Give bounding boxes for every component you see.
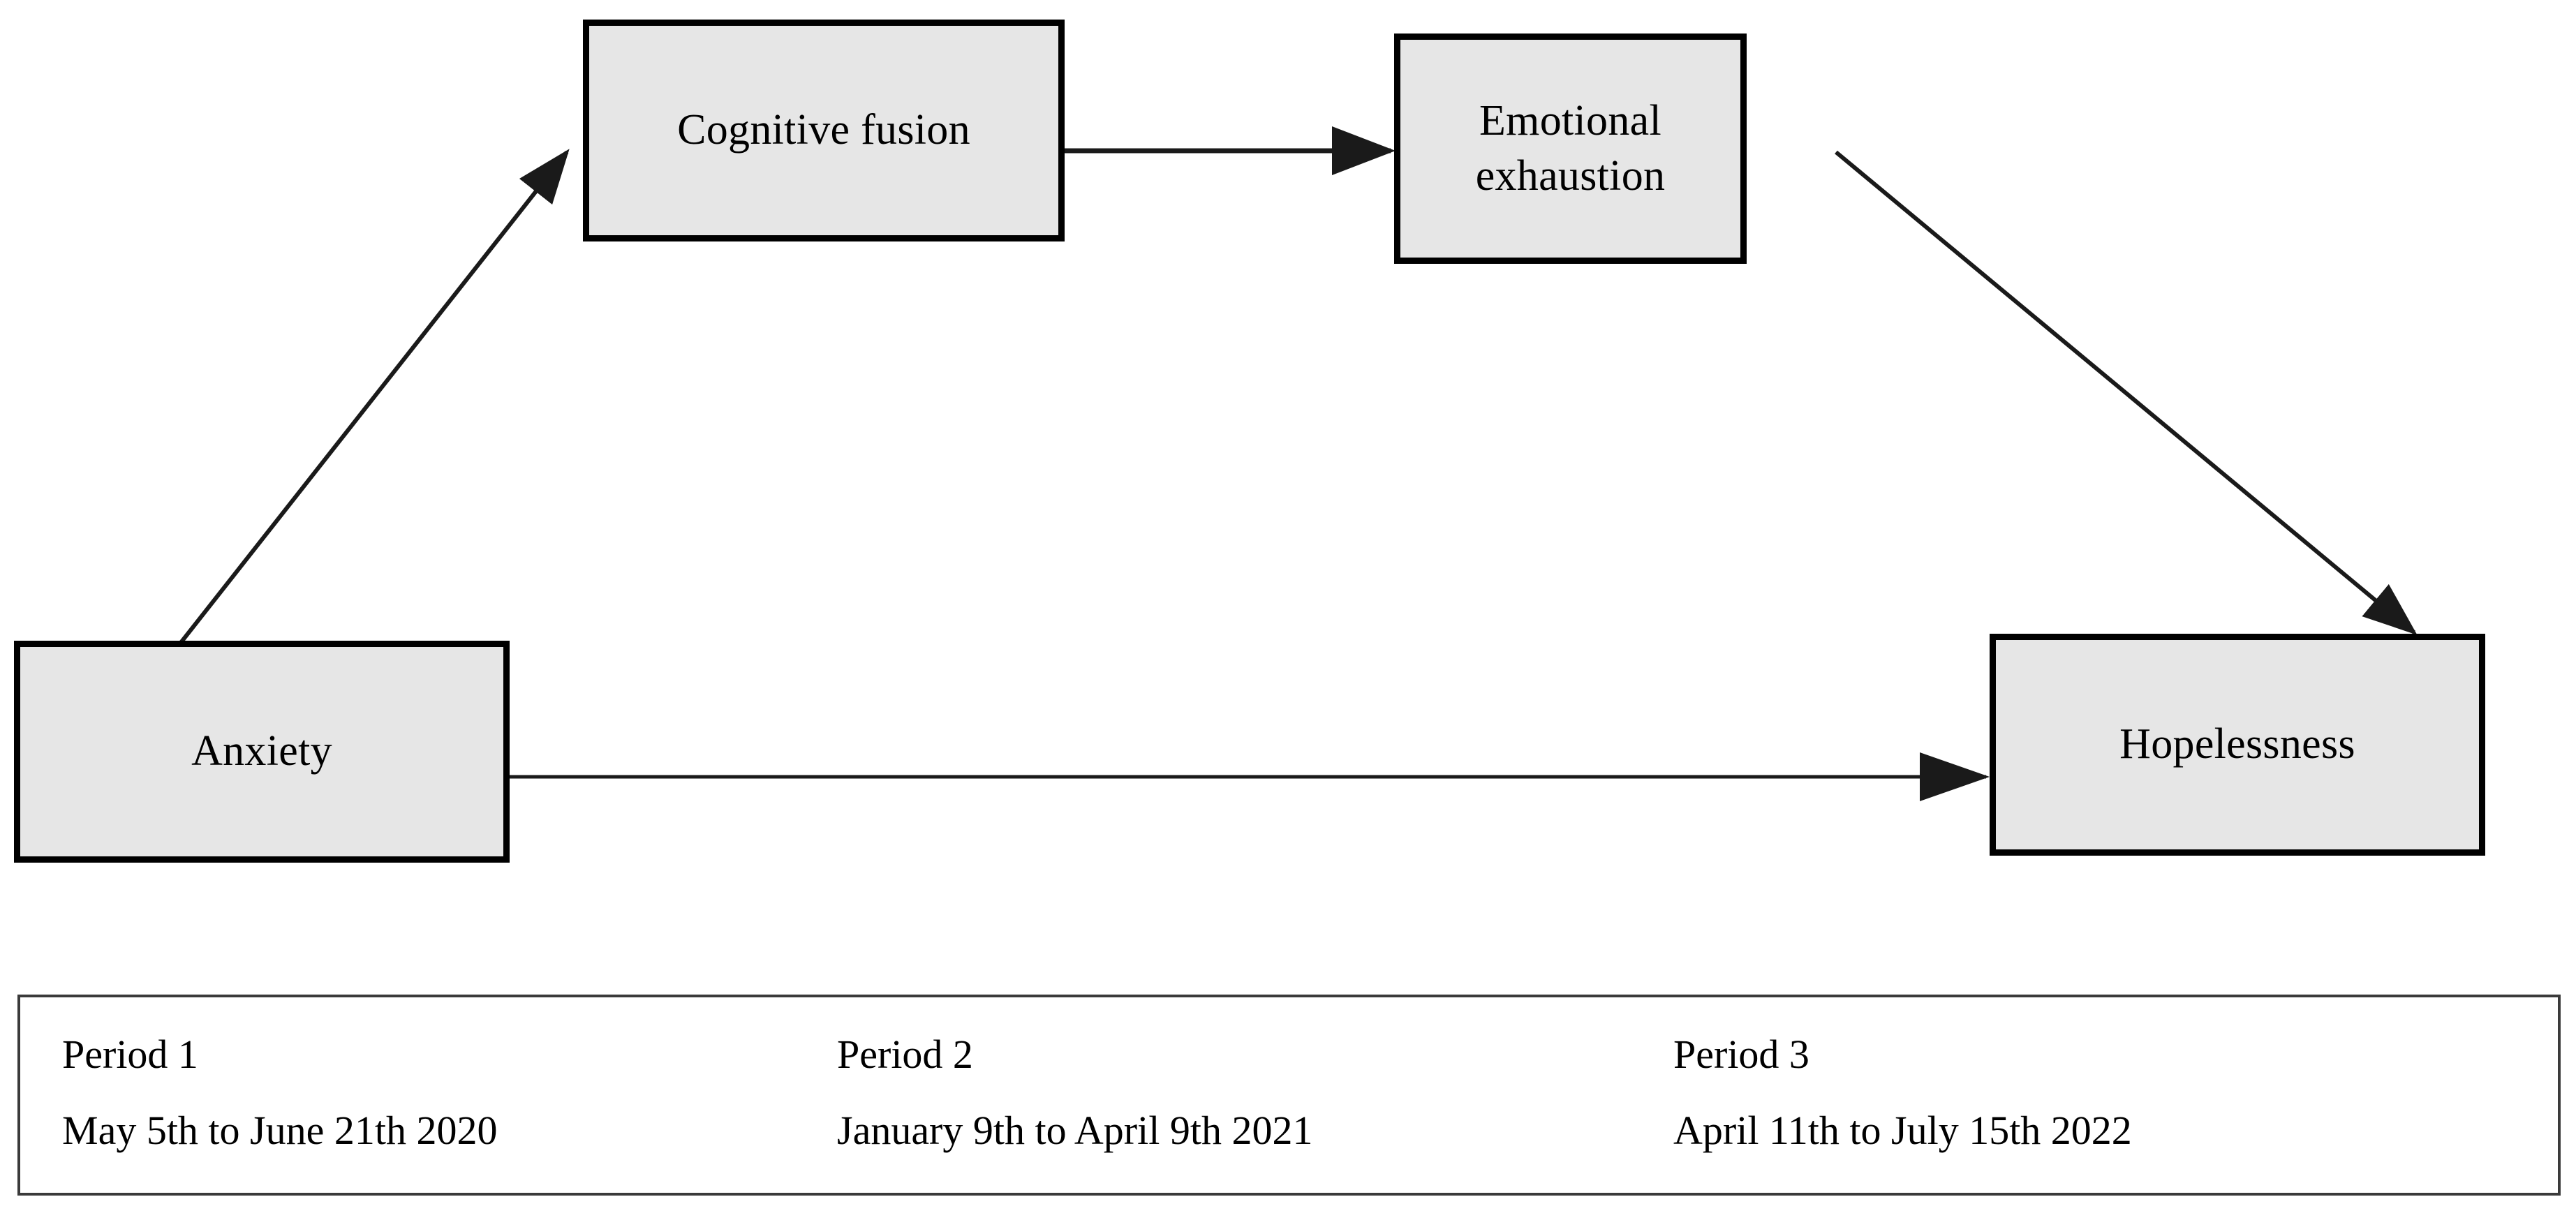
node-emotional-exhaustion: Emotional exhaustion <box>1394 34 1747 264</box>
legend-period-2-range: January 9th to April 9th 2021 <box>837 1108 1313 1153</box>
legend-period-1-title: Period 1 <box>62 1032 198 1077</box>
node-emotional-exhaustion-label: Emotional exhaustion <box>1475 96 1666 200</box>
edge-emotional-exhaustion-to-hopelessness <box>1835 150 2418 635</box>
node-anxiety: Anxiety <box>14 641 510 863</box>
legend-period-3-range: April 11th to July 15th 2022 <box>1673 1108 2132 1153</box>
node-hopelessness-label: Hopelessness <box>2119 720 2355 768</box>
edge-anxiety-to-cognitive-fusion <box>178 149 570 645</box>
legend-column-period-1: Period 1 May 5th to June 21th 2020 <box>62 1031 497 1154</box>
legend-period-1-range: May 5th to June 21th 2020 <box>62 1108 498 1153</box>
node-cognitive-fusion-label: Cognitive fusion <box>677 106 970 154</box>
legend-period-2-title: Period 2 <box>837 1032 973 1077</box>
node-hopelessness: Hopelessness <box>1990 634 2485 856</box>
timeline-legend-box: Period 1 May 5th to June 21th 2020 Perio… <box>17 995 2561 1196</box>
legend-column-period-2: Period 2 January 9th to April 9th 2021 <box>837 1031 1312 1154</box>
legend-period-3-title: Period 3 <box>1673 1032 1809 1077</box>
legend-column-period-3: Period 3 April 11th to July 15th 2022 <box>1673 1031 2132 1154</box>
node-cognitive-fusion: Cognitive fusion <box>583 20 1065 241</box>
node-anxiety-label: Anxiety <box>191 727 332 775</box>
